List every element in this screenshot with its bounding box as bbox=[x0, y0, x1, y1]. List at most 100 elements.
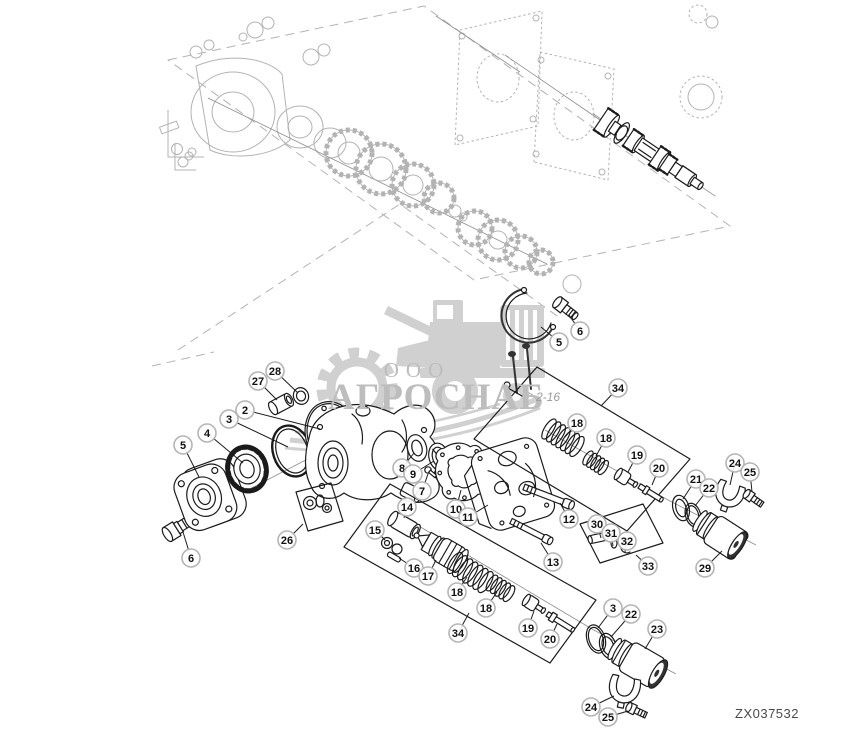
valve-kit-box-lower bbox=[343, 483, 597, 664]
callout-18: 18 bbox=[595, 428, 616, 457]
svg-text:25: 25 bbox=[602, 712, 614, 724]
svg-text:17: 17 bbox=[422, 571, 434, 583]
phantom-bearing bbox=[679, 4, 723, 119]
solenoid-part bbox=[692, 510, 749, 560]
section-reference-label: 2-16 bbox=[536, 390, 561, 404]
bleed-pins-part bbox=[503, 343, 537, 398]
valve-body-part bbox=[463, 437, 556, 531]
svg-text:21: 21 bbox=[690, 474, 702, 486]
callout-24: 24 bbox=[581, 695, 615, 717]
svg-text:11: 11 bbox=[462, 512, 474, 524]
svg-text:16: 16 bbox=[408, 563, 420, 575]
svg-text:22: 22 bbox=[703, 483, 715, 495]
callout-29: 29 bbox=[695, 550, 723, 578]
callout-26: 26 bbox=[277, 523, 304, 550]
spring-part bbox=[485, 574, 516, 603]
callout-7: 7 bbox=[412, 473, 432, 501]
callout-17: 17 bbox=[418, 559, 438, 586]
callout-14: 14 bbox=[397, 497, 417, 519]
spring-guide-part bbox=[613, 467, 639, 488]
callout-18: 18 bbox=[564, 413, 587, 438]
gear-shaft-part bbox=[592, 107, 716, 197]
callout-20: 20 bbox=[649, 458, 669, 486]
spring-part bbox=[582, 450, 610, 476]
svg-text:3: 3 bbox=[226, 414, 232, 426]
callout-28: 28 bbox=[265, 361, 299, 394]
bearing-part bbox=[406, 434, 428, 462]
svg-text:34: 34 bbox=[612, 383, 625, 395]
retaining-clip-part bbox=[500, 286, 557, 344]
callout-24: 24 bbox=[725, 453, 745, 486]
callout-23: 23 bbox=[644, 619, 667, 650]
stud-part bbox=[522, 483, 576, 511]
small-screw-part bbox=[424, 466, 438, 479]
svg-text:18: 18 bbox=[451, 587, 463, 599]
svg-text:24: 24 bbox=[729, 458, 742, 470]
callout-25: 25 bbox=[598, 707, 629, 727]
callout-19: 19 bbox=[518, 610, 538, 638]
solenoid-part bbox=[607, 637, 669, 689]
svg-text:18: 18 bbox=[571, 418, 583, 430]
svg-text:19: 19 bbox=[522, 623, 534, 635]
spring-guide-part bbox=[521, 593, 547, 614]
shift-fork-part bbox=[608, 673, 642, 709]
callout-34: 34 bbox=[600, 378, 628, 407]
callout-6: 6 bbox=[181, 531, 201, 568]
svg-text:22: 22 bbox=[625, 609, 637, 621]
callout-33: 33 bbox=[635, 554, 658, 576]
phantom-boundary-box-2 bbox=[177, 203, 561, 351]
callout-27: 27 bbox=[248, 371, 278, 401]
callout-5: 5 bbox=[540, 326, 569, 352]
phantom-side-plates bbox=[435, 10, 615, 181]
callout-20: 20 bbox=[540, 623, 560, 649]
callout-15: 15 bbox=[365, 520, 386, 541]
coupling-gear-part bbox=[225, 444, 269, 494]
callout-18: 18 bbox=[447, 576, 468, 602]
svg-text:28: 28 bbox=[269, 366, 281, 378]
pilot-valve-part bbox=[413, 531, 469, 574]
phantom-boundary-edge bbox=[151, 351, 215, 367]
svg-text:20: 20 bbox=[544, 634, 556, 646]
svg-text:34: 34 bbox=[452, 628, 465, 640]
callout-13: 13 bbox=[540, 542, 563, 572]
svg-text:30: 30 bbox=[591, 519, 603, 531]
callout-4: 4 bbox=[197, 423, 244, 464]
svg-text:18: 18 bbox=[480, 603, 492, 615]
svg-text:12: 12 bbox=[563, 514, 575, 526]
svg-text:6: 6 bbox=[577, 326, 583, 338]
phantom-boundary-box bbox=[167, 5, 731, 281]
svg-text:33: 33 bbox=[642, 561, 654, 573]
svg-text:26: 26 bbox=[281, 535, 293, 547]
svg-text:4: 4 bbox=[204, 428, 211, 440]
callout-2: 2 bbox=[235, 400, 321, 430]
svg-text:8: 8 bbox=[399, 463, 405, 475]
svg-text:18: 18 bbox=[600, 433, 612, 445]
fork-bolt-part bbox=[742, 488, 765, 508]
drive-flange-part bbox=[173, 458, 247, 532]
bushing-part bbox=[267, 392, 295, 416]
callout-34: 34 bbox=[448, 612, 470, 643]
phantom-housing-cluster bbox=[159, 16, 347, 171]
callout-19: 19 bbox=[627, 445, 647, 473]
plug-part bbox=[387, 510, 421, 540]
callout-31: 31 bbox=[601, 523, 621, 547]
svg-text:25: 25 bbox=[744, 467, 756, 479]
callout-22: 22 bbox=[610, 604, 641, 638]
phantom-gear-cluster bbox=[207, 97, 582, 294]
valve-pin-part bbox=[545, 611, 576, 633]
watermark-ooo-text: ООО bbox=[383, 358, 451, 382]
shift-fork-part bbox=[715, 478, 746, 513]
svg-text:5: 5 bbox=[556, 337, 562, 349]
callout-9: 9 bbox=[403, 460, 435, 484]
svg-text:3: 3 bbox=[610, 603, 616, 615]
callout-3: 3 bbox=[219, 409, 289, 448]
backup-ring-part bbox=[585, 624, 607, 654]
nut-parts bbox=[380, 536, 403, 555]
svg-text:15: 15 bbox=[369, 525, 381, 537]
callout-32: 32 bbox=[617, 531, 637, 553]
svg-text:29: 29 bbox=[699, 563, 711, 575]
svg-text:19: 19 bbox=[631, 450, 643, 462]
callout-5: 5 bbox=[173, 435, 200, 478]
